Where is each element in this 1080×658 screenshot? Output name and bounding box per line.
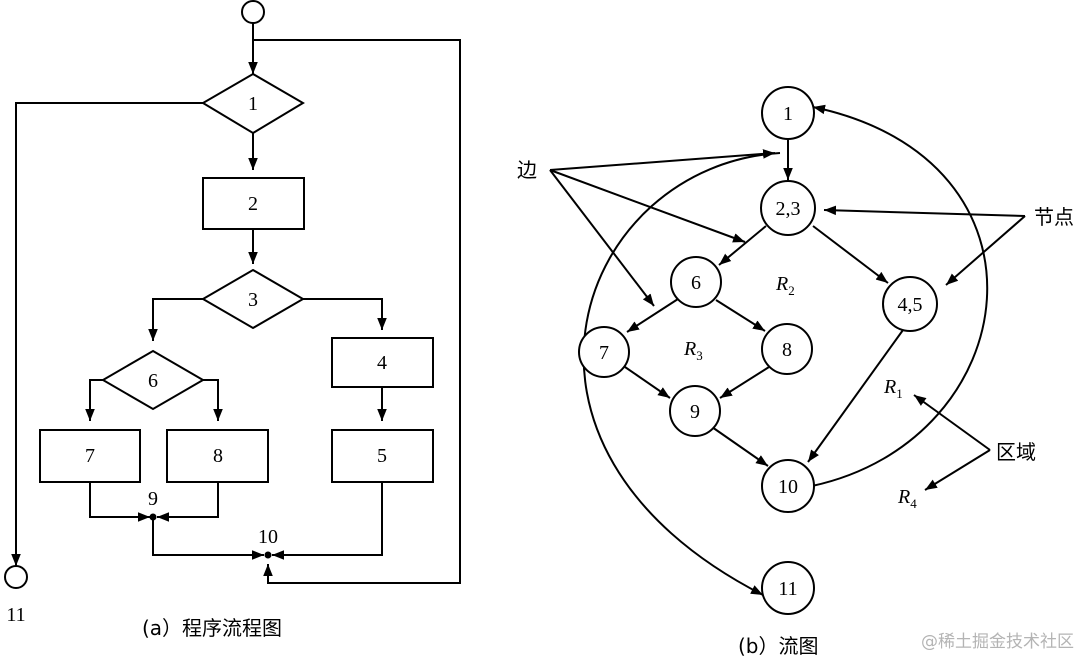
graph-edge-7-to-9 (624, 366, 671, 399)
flowgraph-node-1: 1 (761, 86, 815, 140)
flowchart-node-3-label: 3 (248, 289, 258, 311)
flowchart-junction-9: 9 (148, 488, 158, 521)
region-label-r3: R3 (683, 338, 703, 363)
flowchart-node-2-label: 2 (248, 193, 258, 215)
flowchart-node-4: 4 (331, 337, 434, 388)
flowchart-node-8: 8 (166, 429, 269, 483)
node-callout-arrow-2 (945, 215, 1026, 286)
edge-5-to-10 (272, 482, 383, 560)
graph-edge-23-to-6 (718, 225, 767, 266)
flowchart-caption: (a）程序流程图 (142, 616, 282, 640)
edge-7-to-9 (89, 482, 150, 522)
flowchart-junction-10: 10 (258, 526, 278, 559)
graph-edge-6-to-8 (715, 299, 766, 332)
flowgraph-node-6: 6 (670, 256, 722, 308)
edge-3-to-4 (303, 298, 387, 330)
edge-callout-arrow-1 (549, 149, 776, 171)
flowchart-node-4-label: 4 (377, 352, 387, 374)
graph-edge-6-to-7 (626, 298, 679, 333)
flowchart-node-6-label: 6 (148, 370, 158, 392)
flowchart-node-7-label: 7 (85, 445, 95, 467)
edge-callout-label: 边 (517, 158, 537, 182)
edge-6-to-7 (85, 379, 103, 421)
flowgraph-node-2-3: 2,3 (760, 180, 816, 236)
flowchart-node-3: 3 (201, 268, 305, 330)
flowgraph-caption: (b）流图 (738, 634, 819, 658)
graph-edge-1-to-11 (582, 152, 781, 596)
flowchart-node-5-label: 5 (377, 445, 387, 467)
flowchart-node-7: 7 (39, 429, 141, 483)
flowgraph-node-1-label: 1 (783, 103, 793, 125)
flowgraph-node-6-label: 6 (691, 272, 701, 294)
flowgraph-node-8-label: 8 (782, 339, 792, 361)
flowgraph-node-4-5: 4,5 (882, 276, 938, 332)
flowgraph-node-7-label: 7 (599, 342, 609, 364)
region-callout-arrow-2 (924, 449, 991, 491)
region-callout-arrow-1 (913, 394, 991, 451)
flowgraph-node-10-label: 10 (778, 476, 798, 498)
edge-callout-arrow-3 (549, 169, 655, 307)
flowgraph-node-9: 9 (669, 385, 721, 437)
region-label-r4: R4 (897, 486, 917, 511)
graph-edge-45-to-10 (807, 329, 904, 463)
edge-3-to-6 (148, 298, 203, 341)
flowchart-connectors (11, 23, 461, 584)
region-label-r1: R1 (883, 376, 903, 401)
flowgraph-node-9-label: 9 (690, 401, 700, 423)
flowgraph-node-10: 10 (761, 459, 815, 513)
flowchart-node-1: 1 (201, 72, 305, 135)
flowchart-terminal-11: 11 (4, 565, 28, 626)
flowgraph-node-4-5-label: 4,5 (898, 294, 923, 316)
edge-callout-arrow-2 (549, 169, 746, 243)
graph-edge-23-to-45 (812, 225, 889, 284)
edge-9-to-10 (152, 517, 264, 560)
flowgraph-node-11: 11 (761, 561, 815, 615)
region-label-r2: R2 (775, 273, 795, 298)
watermark: @稀土掘金技术社区 (921, 632, 1074, 652)
flowchart-node-6: 6 (101, 349, 205, 411)
node-callout-label: 节点 (1034, 205, 1074, 229)
flowgraph-node-11-label: 11 (778, 578, 797, 600)
program-flowchart: 1 2 3 4 6 7 8 (4, 0, 461, 640)
flowchart-terminal-11-label: 11 (6, 604, 25, 626)
flowgraph-node-7: 7 (578, 326, 630, 378)
edge-8-to-9 (157, 482, 219, 522)
start-terminal (241, 0, 265, 24)
flowchart-junction-9-label: 9 (148, 488, 158, 510)
flowgraph-node-2-3-label: 2,3 (776, 198, 801, 220)
flowchart-junction-10-label: 10 (258, 526, 278, 548)
graph-edge-8-to-9 (719, 366, 770, 399)
flowgraph-node-8: 8 (761, 323, 813, 375)
edge-6-to-8 (203, 379, 223, 421)
flowchart-node-5: 5 (331, 429, 434, 483)
node-callout-arrow-1 (823, 205, 1026, 217)
region-callout-label: 区域 (996, 440, 1036, 464)
flowchart-node-2: 2 (202, 177, 305, 230)
flowchart-node-8-label: 8 (213, 445, 223, 467)
flowchart-node-1-label: 1 (248, 93, 258, 115)
graph-edge-9-to-10 (711, 426, 769, 467)
edge-loop-back-to-1 (253, 39, 461, 584)
flowgraph-edges (582, 104, 989, 596)
flow-graph: 1 2,3 6 4,5 7 8 9 10 (517, 86, 1074, 658)
flowgraph-callout-arrows (549, 149, 1026, 491)
graph-edge-10-back-to-1 (811, 104, 989, 487)
edge-1-to-11 (11, 102, 203, 566)
